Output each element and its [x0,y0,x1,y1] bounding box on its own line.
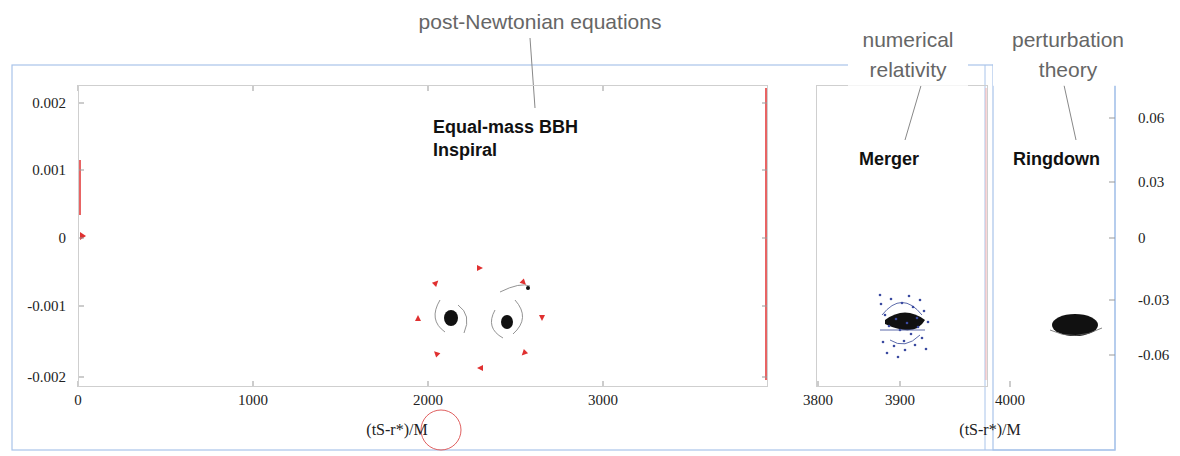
annotation: perturbation theory [993,25,1143,86]
waveform-edge [765,88,767,380]
black-hole-trace [526,286,530,290]
phase-title: Ringdown [1013,148,1113,171]
tick-label: 0 [59,230,67,247]
orbit-arrow [520,349,528,357]
merger-dot [888,325,891,328]
ringdown-trail [1050,328,1102,336]
tick-label: 0 [74,392,82,409]
merger-dot [886,352,889,355]
merger-dot [893,345,896,348]
orbit-arrow [477,265,483,271]
leader-line [530,38,535,108]
merger-dot [895,318,898,321]
tick-label: -0.001 [27,298,66,315]
binary-black-holes [435,285,530,338]
merger-dot [908,295,911,298]
phase-title: Equal-mass BBH Inspiral [433,116,598,161]
tick-label: 3800 [803,392,833,409]
axis-tick [1109,182,1115,183]
tick-label: -0.002 [27,369,66,386]
axis-tick [1109,300,1115,301]
plot-panel: Ringdown [990,85,1115,387]
merger-dot [884,314,887,317]
merger-dot [904,349,907,352]
tick-label: 3000 [588,392,618,409]
merger-dot [903,340,906,343]
waveform-edge [79,160,81,215]
annotation: post-Newtonian equations [419,7,662,37]
axis-tick [1109,118,1115,119]
plot-panel: Equal-mass BBH Inspiral [78,85,768,387]
phase-title: Merger [859,148,979,171]
merger-dot [925,348,928,351]
tick-label: 0.03 [1138,174,1164,191]
black-hole [444,310,458,326]
tick-label: 4000 [995,392,1025,409]
merger-trail [880,303,925,345]
tick-label: 0.002 [32,95,66,112]
waveform-marker [80,232,86,240]
merger-dot [901,302,904,305]
orbit-arrow [432,349,440,357]
merging-black-hole [885,313,925,331]
orbit-arrow [415,315,421,321]
axis-title: (tS-r*)/M [959,421,1020,439]
merger-dot [899,329,902,332]
axis-tick [1010,381,1011,387]
orbit-trail [435,285,530,338]
merger-dot [880,303,883,306]
frame [12,65,1115,450]
merger-dot [879,294,882,297]
tick-label: 0 [1138,230,1146,247]
merger-dot [890,298,893,301]
black-hole [501,315,513,329]
merger-dot [919,299,922,302]
merger-dot [923,310,926,313]
orbit-arrow [432,278,440,286]
orbit-arrow [477,365,483,371]
axis-tick [1109,355,1115,356]
frame [993,65,1115,450]
waveform-edge [986,88,987,380]
merger-dot [882,341,885,344]
merger-dot [910,333,913,336]
annotation: numerical relativity [848,25,968,86]
tick-label: -0.03 [1138,292,1169,309]
tick-label: 0.001 [32,162,66,179]
tick-label: 2000 [413,392,443,409]
tick-label: 1000 [238,392,268,409]
merger-dot [914,344,917,347]
orbit-arrow [539,315,545,321]
tick-label: 0.06 [1138,110,1164,127]
orbit-arrow [520,278,528,286]
plot-panel: Merger [816,85,988,387]
axis-title: (tS-r*)/M [366,421,427,439]
merger-dot [921,337,924,340]
frame-line [985,65,986,450]
merger-dot [916,317,919,320]
merger-remnant [880,303,925,345]
merger-dot [897,356,900,359]
tick-label: -0.06 [1138,347,1169,364]
merger-dot [917,326,920,329]
merger-dot [912,306,915,309]
axis-tick [1109,238,1115,239]
merger-dot [927,321,930,324]
merger-dot [906,322,909,325]
tick-label: 3900 [885,392,915,409]
ringdown-remnant [1050,314,1102,336]
